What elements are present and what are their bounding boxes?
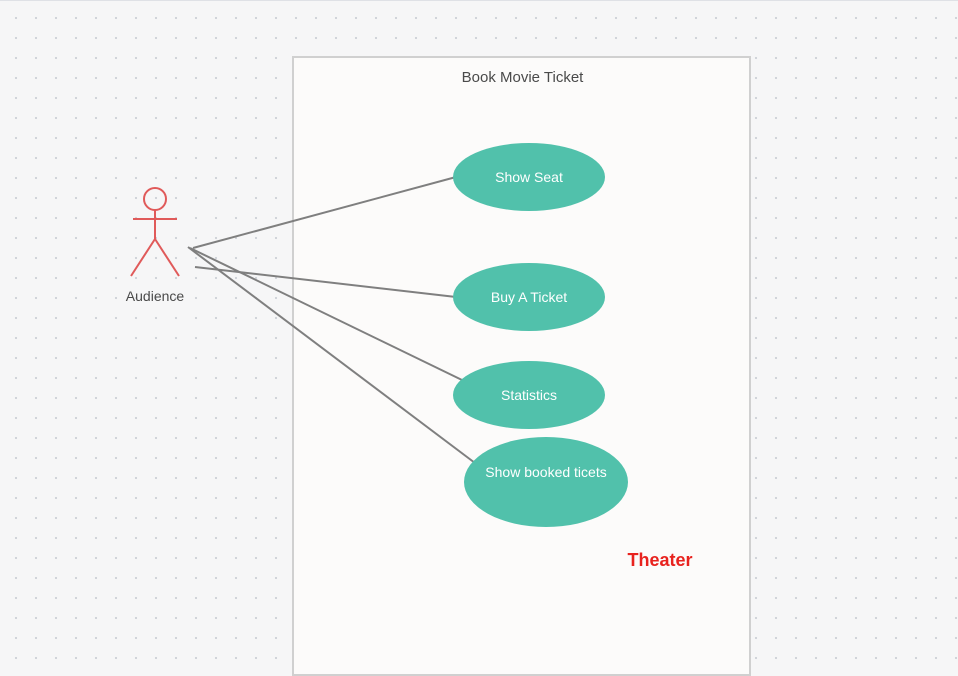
theater-note[interactable]: Theater	[627, 550, 693, 570]
system-title: Book Movie Ticket	[461, 69, 584, 86]
association-show-booked[interactable]	[187, 246, 476, 464]
actor-icon[interactable]	[130, 187, 180, 277]
association-show-seat[interactable]	[192, 176, 457, 249]
association-statistics[interactable]	[189, 247, 463, 381]
use-case-show-seat[interactable]	[453, 143, 605, 211]
use-case-buy-a-ticket[interactable]	[453, 263, 605, 331]
use-case-show-booked[interactable]	[464, 437, 628, 527]
top-border	[0, 0, 958, 1]
actor-label: Audience	[125, 288, 185, 304]
use-case-statistics[interactable]	[453, 361, 605, 429]
